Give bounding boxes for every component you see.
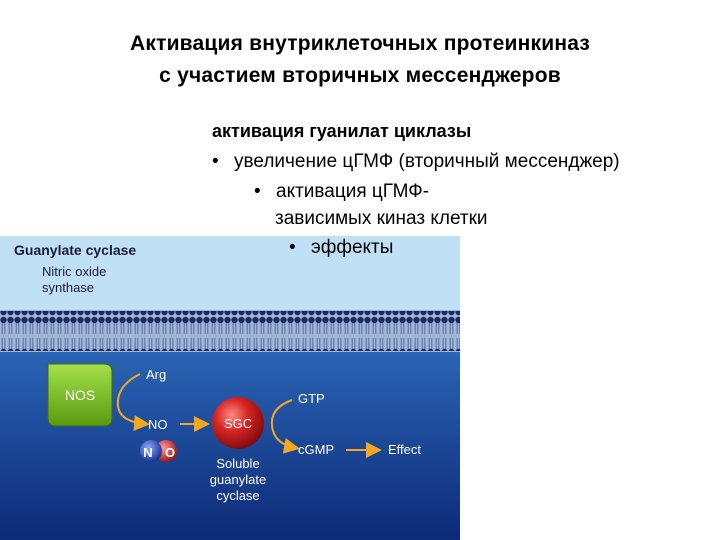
sgc-enzyme: [212, 397, 264, 449]
title-line-1: Активация внутриклеточных протеинкиназ: [130, 32, 590, 55]
figure-subheader-line-1: Nitric oxide: [42, 264, 106, 279]
soluble-label-2: guanylate: [210, 472, 266, 487]
subheading: активация гуанилат циклазы: [212, 121, 472, 141]
nos-label: NOS: [65, 387, 95, 403]
bullet-2-continuation: зависимых киназ клетки: [275, 208, 488, 229]
bullet-glyph: •: [254, 181, 261, 202]
sgc-label: SGC: [224, 416, 252, 431]
no-label: NO: [148, 417, 168, 432]
gtp-label: GTP: [298, 391, 325, 406]
lipid-bilayer: [0, 311, 460, 351]
bullet-2: • активация цГМФ-: [254, 180, 429, 204]
title-line-2: с участием вторичных мессенджеров: [159, 64, 561, 87]
effect-label: Effect: [388, 442, 421, 457]
cgmp-label: cGMP: [298, 442, 334, 457]
bullet-1-text: увеличение цГМФ (вторичный мессенджер): [234, 151, 620, 172]
soluble-label-1: Soluble: [216, 456, 259, 471]
soluble-label-3: cyclase: [216, 488, 259, 503]
n-atom-label: N: [143, 445, 152, 460]
arg-label: Arg: [146, 367, 166, 382]
n-atom: [140, 440, 162, 462]
bullet-glyph: •: [212, 151, 219, 172]
gtp-to-cgmp-arrow: [270, 399, 300, 454]
figure-header: Guanylate cyclase: [14, 242, 136, 258]
guanylate-cyclase-figure: Guanylate cyclase Nitric oxide synthase …: [0, 236, 460, 540]
o-atom-label: O: [165, 445, 175, 460]
arg-to-no-arrow: [116, 373, 150, 432]
nos-enzyme: [47, 363, 113, 427]
bullet-2-text: активация цГМФ-: [276, 181, 430, 202]
bullet-1: • увеличение цГМФ (вторичный мессенджер): [212, 150, 620, 174]
figure-subheader-line-2: synthase: [42, 280, 94, 295]
extracellular-background: [0, 236, 460, 310]
slide-title: Активация внутриклеточных протеинкиназ с…: [0, 28, 720, 92]
